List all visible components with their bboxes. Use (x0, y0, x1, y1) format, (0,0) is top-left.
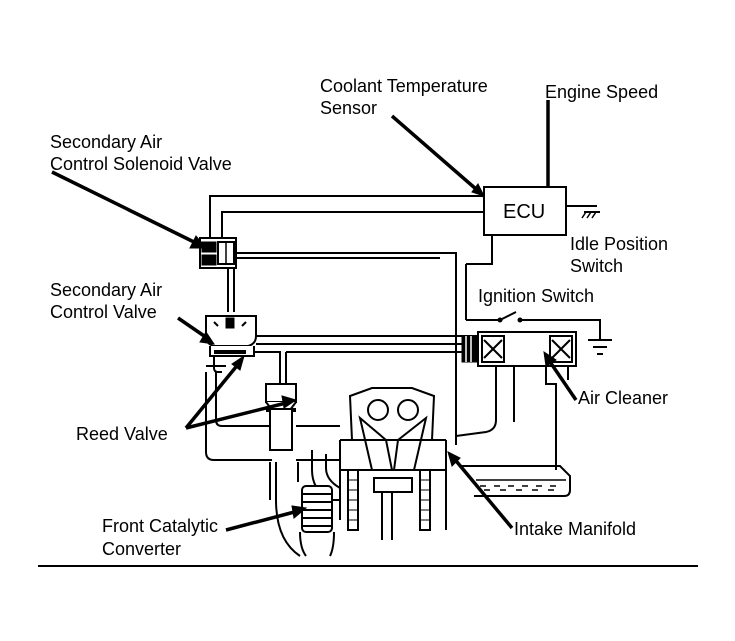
secondary-air-hose (254, 335, 478, 386)
air-cleaner (455, 331, 577, 470)
solenoid-label-line2: Control Solenoid Valve (50, 154, 232, 174)
coolant-sensor-label-line1: Coolant Temperature (320, 76, 488, 96)
intake-manifold-label: Intake Manifold (514, 519, 636, 539)
idle-switch-label-line1: Idle Position (570, 234, 668, 254)
catalytic-label-line1: Front Catalytic (102, 516, 218, 536)
solenoid-label-line1: Secondary Air (50, 132, 162, 152)
reed-valve (265, 383, 297, 451)
ignition-switch-label: Ignition Switch (478, 286, 594, 306)
front-catalytic-converter (299, 485, 335, 557)
secondary-air-control-valve (205, 315, 257, 357)
control-valve-label-line1: Secondary Air (50, 280, 162, 300)
control-valve-label-line2: Control Valve (50, 302, 157, 322)
engine-block (339, 387, 447, 540)
ecu-ground-symbol (566, 205, 600, 219)
idle-switch-label-line2: Switch (570, 256, 623, 276)
reed-valve-label: Reed Valve (76, 424, 168, 444)
ecu-unit: ECU (483, 186, 567, 236)
air-cleaner-label: Air Cleaner (578, 388, 668, 408)
battery-ground-symbol (588, 339, 612, 355)
oil-pan (460, 465, 571, 497)
engine-speed-label: Engine Speed (545, 82, 658, 102)
ecu-label: ECU (503, 201, 545, 223)
solenoid-valve (199, 237, 237, 269)
labels: Coolant Temperature Sensor Engine Speed … (50, 76, 668, 559)
leader-arrows (51, 114, 578, 532)
catalytic-label-line2: Converter (102, 539, 181, 559)
coolant-sensor-label-line2: Sensor (320, 98, 377, 118)
